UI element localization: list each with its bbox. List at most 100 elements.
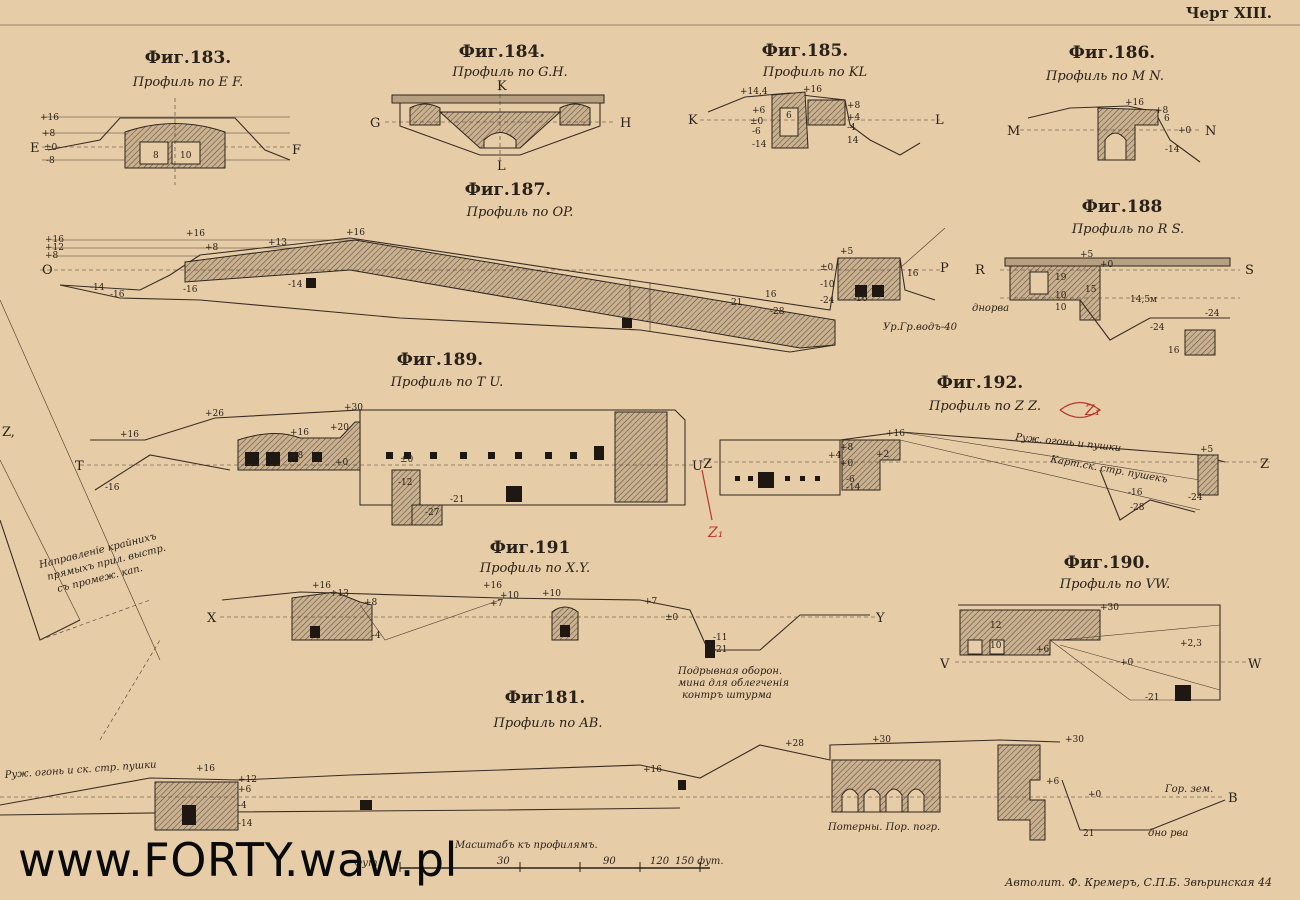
drawing-label: H xyxy=(620,116,631,131)
drawing-label: Руж. огонь и ск. стр. пушки xyxy=(3,759,156,781)
drawing-label: K xyxy=(688,113,698,128)
drawing-label: Z xyxy=(1260,457,1269,472)
drawing-label: +16 xyxy=(346,228,365,238)
drawing-stroke xyxy=(0,739,1061,806)
drawing-stroke xyxy=(488,452,495,459)
drawing-label: +16 xyxy=(643,765,662,775)
drawing-label: 15 xyxy=(1085,285,1097,295)
drawing-stroke xyxy=(1099,469,1196,521)
drawing-label: 6 xyxy=(786,111,792,121)
drawing-stroke xyxy=(182,805,196,825)
drawing-stroke xyxy=(312,452,322,462)
drawing-label: 14,5м xyxy=(1130,295,1157,305)
drawing-stroke xyxy=(515,452,522,459)
drawing-stroke xyxy=(807,99,846,126)
drawing-label: N xyxy=(1205,124,1216,139)
drawing-label: -16 xyxy=(110,290,125,300)
drawing-label: Масштабъ къ профилямъ. xyxy=(454,840,598,851)
drawing-label: +16 xyxy=(196,764,215,774)
drawing-label: +6 xyxy=(238,785,252,795)
drawing-stroke xyxy=(0,459,81,621)
drawing-label: +20 xyxy=(330,423,349,433)
drawing-label: 30 xyxy=(497,856,510,867)
drawing-stroke xyxy=(899,227,946,269)
drawing-label: +6 xyxy=(752,106,766,116)
drawing-label: O xyxy=(42,263,53,278)
drawing-label: Фиг.185. xyxy=(762,41,848,61)
drawing-label: +5 xyxy=(840,247,854,257)
drawing-label: -16 xyxy=(183,285,198,295)
fig187-gallery xyxy=(184,239,836,349)
drawing-label: мина для облегченія xyxy=(678,678,789,689)
drawing-stroke xyxy=(1079,299,1230,341)
drawing-label: +16 xyxy=(803,85,822,95)
figure-191: Фиг.191 Профиль по X.Y. X Y +16 +13 +8 +… xyxy=(207,538,885,701)
drawing-label: B xyxy=(1228,791,1238,806)
drawing-label: Фиг.189. xyxy=(397,350,483,370)
drawing-stroke xyxy=(863,788,881,813)
drawing-label: +8 xyxy=(290,451,304,461)
drawing-label: -24 xyxy=(1150,323,1165,333)
drawing-label: +2 xyxy=(876,450,889,460)
drawing-label: -14 xyxy=(238,819,253,829)
drawing-stroke xyxy=(1059,624,1221,641)
drawing-stroke xyxy=(154,781,239,831)
drawing-label: -24 xyxy=(1205,309,1220,319)
drawing-label: Профиль по OP. xyxy=(466,205,574,220)
figure-185: Фиг.185. Профиль по KL K L +14,4 +16 +6 … xyxy=(688,41,944,156)
drawing-label: +2,3 xyxy=(1180,639,1202,649)
drawing-label: +30 xyxy=(1065,735,1084,745)
drawing-label: +16 xyxy=(1125,98,1144,108)
drawing-stroke xyxy=(359,599,501,641)
drawing-label: +6 xyxy=(1036,645,1050,655)
drawing-stroke xyxy=(705,640,715,658)
drawing-stroke xyxy=(221,591,870,651)
drawing-label: +4 xyxy=(847,113,861,123)
drawing-label: +30 xyxy=(872,735,891,745)
drawing-stroke xyxy=(841,788,859,813)
drawing-label: +0 xyxy=(1120,658,1134,668)
drawing-label: +0 xyxy=(335,458,349,468)
drawing-label: Профиль по X.Y. xyxy=(479,561,590,576)
drawing-label: 16 xyxy=(765,290,777,300)
drawing-stroke xyxy=(59,237,936,311)
drawing-label: 16 xyxy=(1168,346,1180,356)
drawing-stroke xyxy=(1061,779,1226,831)
drawing-stroke xyxy=(1175,685,1191,701)
drawing-stroke xyxy=(483,132,517,149)
drawing-stroke xyxy=(989,639,1005,655)
drawing-stroke xyxy=(758,472,774,488)
drawing-stroke xyxy=(1184,329,1216,356)
drawing-label: -14 xyxy=(752,140,767,150)
drawing-label: Z, xyxy=(2,425,15,440)
drawing-stroke xyxy=(245,452,259,466)
drawing-stroke xyxy=(785,476,790,481)
drawing-stroke xyxy=(551,606,579,641)
plate-number: Черт XIII. xyxy=(1185,4,1272,22)
figure-181: Фиг181. Профиль по AB. B +16 +12 +6 -4 -… xyxy=(0,688,1238,841)
drawing-label: 150 фут. xyxy=(675,856,724,867)
drawing-stroke xyxy=(779,107,799,137)
drawing-label: -21 xyxy=(450,495,465,505)
drawing-stroke xyxy=(678,780,686,790)
red-pencil-annotations: Z₁ Z₁ xyxy=(701,401,1102,541)
drawing-stroke xyxy=(310,626,320,638)
drawing-stroke xyxy=(0,807,681,816)
drawing-label: L xyxy=(935,113,944,128)
drawing-label: Y xyxy=(875,611,885,626)
drawing-stroke xyxy=(1104,132,1127,161)
figure-184: Фиг.184. Профиль по G.H. K L G H xyxy=(370,42,631,174)
drawing-stroke xyxy=(719,439,841,496)
drawing-label: +16 xyxy=(40,113,59,123)
drawing-stroke xyxy=(967,639,983,655)
drawing-stroke xyxy=(306,278,316,288)
fig183-point-left: E xyxy=(30,141,40,156)
figure-189: Фиг.189. Профиль по T U. xyxy=(75,350,703,526)
drawing-label: -6 xyxy=(846,475,855,485)
drawing-label: +8 xyxy=(364,598,378,608)
drawing-label: T xyxy=(75,459,84,474)
drawing-label: Фут. xyxy=(354,858,381,869)
drawing-label: Профиль по G.H. xyxy=(451,65,567,80)
drawing-label: +6 xyxy=(1046,777,1060,787)
